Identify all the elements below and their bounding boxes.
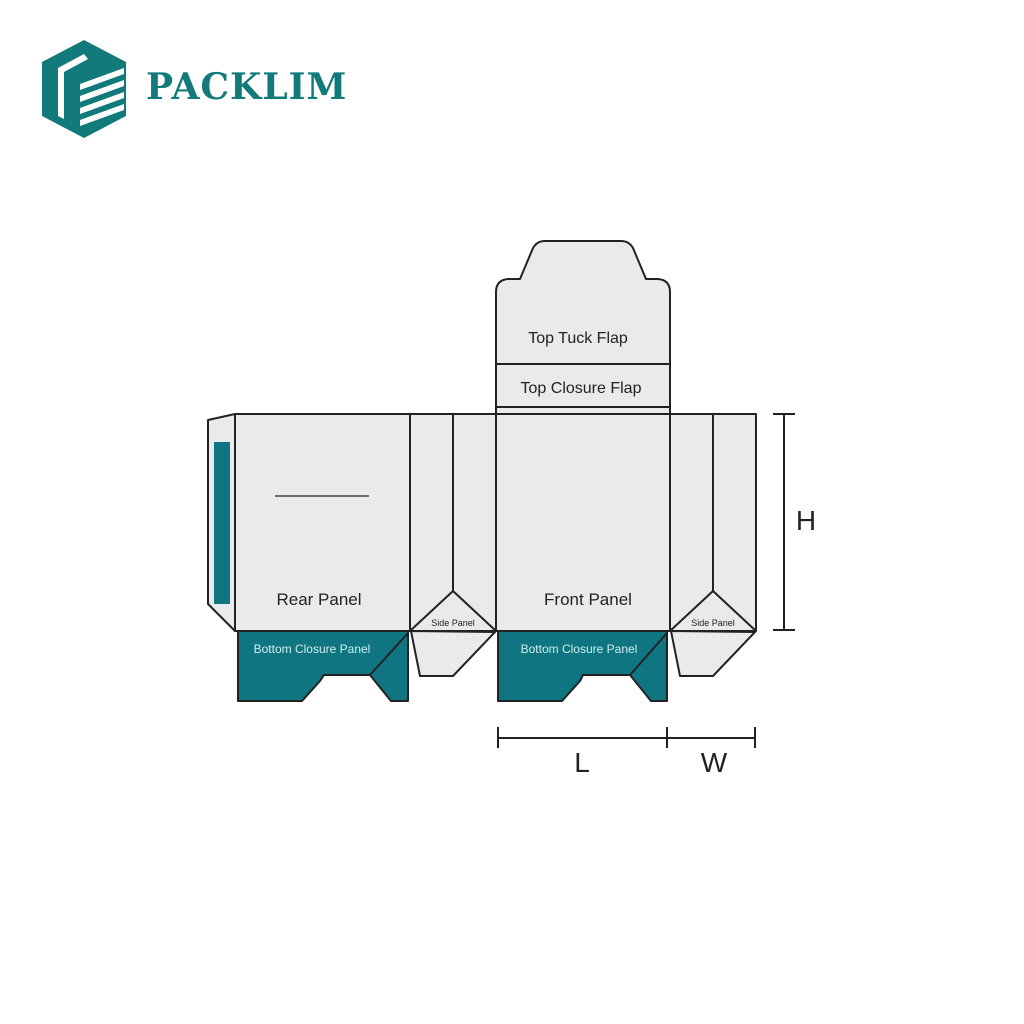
front-panel	[495, 413, 671, 632]
glue-strip	[214, 442, 230, 604]
bottom-closure-right-label: Bottom Closure Panel	[521, 642, 638, 656]
height-label: H	[796, 505, 816, 536]
top-tuck-flap	[495, 240, 671, 365]
length-label: L	[574, 747, 590, 778]
side-dust-flap-left	[410, 630, 496, 677]
bottom-closure-left-label: Bottom Closure Panel	[254, 642, 371, 656]
bottom-closure-panel-left	[237, 630, 409, 702]
side-panel-left-label: Side Panel	[431, 618, 475, 628]
length-width-dimension	[497, 727, 756, 748]
bottom-closure-panel-right	[497, 630, 668, 702]
top-closure-flap	[495, 363, 671, 415]
brand-name: PACKLIM	[146, 66, 348, 108]
hexagon-box-logo-icon	[42, 40, 126, 138]
rear-panel	[234, 413, 411, 632]
width-label: W	[701, 747, 728, 778]
top-closure-flap-label: Top Closure Flap	[521, 380, 642, 397]
height-dimension	[773, 413, 795, 631]
front-panel-label: Front Panel	[544, 590, 632, 609]
top-tuck-flap-label: Top Tuck Flap	[528, 330, 628, 347]
rear-panel-label: Rear Panel	[276, 590, 361, 609]
side-panel-right-label: Side Panel	[691, 618, 735, 628]
brand-logo	[40, 38, 340, 142]
side-dust-flap-right	[670, 630, 756, 677]
